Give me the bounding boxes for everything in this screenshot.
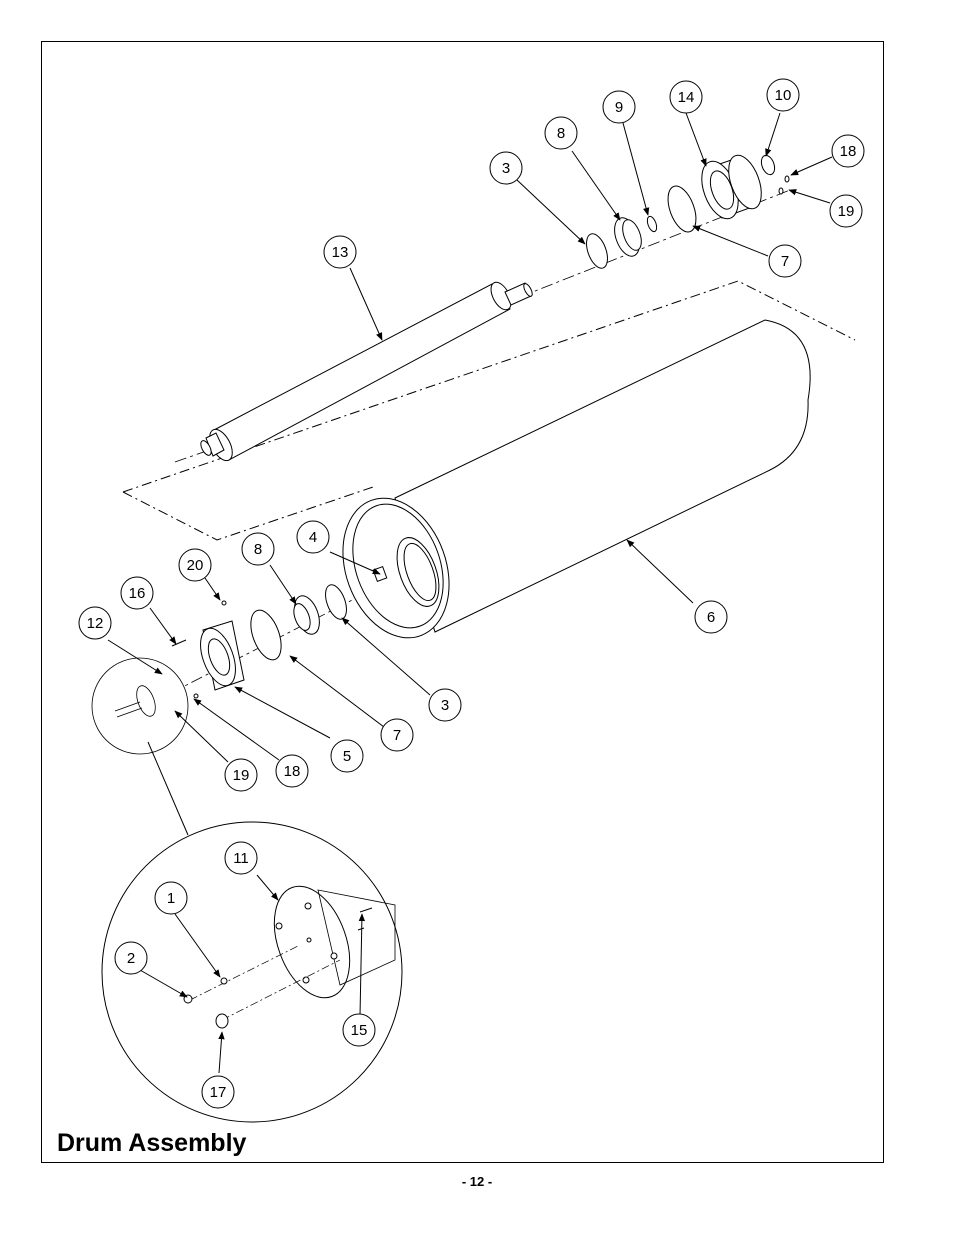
callout-9: 9 — [602, 90, 636, 124]
svg-text:5: 5 — [343, 748, 351, 765]
callout-3-right: 3 — [489, 151, 523, 185]
svg-text:1: 1 — [167, 890, 175, 907]
axis-lines — [129, 189, 791, 715]
callout-20: 20 — [178, 548, 212, 582]
svg-text:19: 19 — [838, 203, 855, 220]
callout-1: 1 — [154, 881, 188, 915]
right-bearing-parts — [586, 154, 790, 269]
callout-15: 15 — [342, 1013, 376, 1047]
callout-7-right: 7 — [768, 244, 802, 278]
small-detail-circle — [91, 657, 189, 755]
svg-text:3: 3 — [502, 160, 510, 177]
svg-text:15: 15 — [351, 1022, 368, 1039]
callout-17: 17 — [201, 1075, 235, 1109]
callout-11: 1111 — [224, 841, 258, 875]
svg-text:18: 18 — [284, 763, 301, 780]
diagram-frame — [41, 41, 884, 1163]
callout-8-left: 8 — [241, 532, 275, 566]
page-number: - 12 - — [461, 1174, 493, 1189]
page-title: Drum Assembly — [57, 1129, 247, 1157]
callout-14: 14 — [669, 80, 703, 114]
callout-19-right: 19 — [829, 194, 863, 228]
svg-text:4: 4 — [309, 529, 317, 546]
svg-text:6: 6 — [707, 609, 715, 626]
callout-6: 6 — [694, 600, 728, 634]
callouts: 3 8 9 14 10 18 19 7 13 6 4 8 20 16 12 3 … — [78, 78, 865, 1109]
svg-text:3: 3 — [441, 697, 449, 714]
callout-12: 12 — [78, 606, 112, 640]
callout-5: 5 — [330, 739, 364, 773]
detail-leader — [147, 741, 189, 836]
svg-text:9: 9 — [615, 99, 623, 116]
label-11-fix: 11 — [233, 850, 249, 867]
svg-text:10: 10 — [775, 87, 792, 104]
svg-text:7: 7 — [393, 727, 401, 744]
callout-3-left: 3 — [428, 688, 462, 722]
callout-18-right: 18 — [831, 134, 865, 168]
phantom-outline — [122, 280, 856, 541]
svg-text:12: 12 — [87, 615, 104, 632]
callout-4: 4 — [296, 520, 330, 554]
svg-text:8: 8 — [557, 125, 565, 142]
callout-10: 10 — [766, 78, 800, 112]
callout-18-left: 18 — [275, 754, 309, 788]
svg-text:7: 7 — [781, 253, 789, 270]
svg-text:13: 13 — [332, 244, 349, 261]
svg-text:8: 8 — [254, 541, 262, 558]
svg-text:20: 20 — [187, 557, 204, 574]
svg-text:16: 16 — [129, 585, 146, 602]
svg-text:19: 19 — [233, 767, 250, 784]
shaft — [200, 281, 533, 462]
svg-text:2: 2 — [127, 950, 135, 967]
leader-arrows — [107, 112, 833, 1074]
callout-2: 2 — [114, 941, 148, 975]
svg-text:14: 14 — [678, 89, 695, 106]
left-bearing-parts — [164, 584, 347, 711]
drum-shell — [342, 319, 811, 639]
callout-13: 13 — [323, 235, 357, 269]
svg-text:17: 17 — [210, 1084, 227, 1101]
callout-19-left: 19 — [224, 758, 258, 792]
svg-text:18: 18 — [840, 143, 857, 160]
callout-7-left: 7 — [380, 718, 414, 752]
callout-16: 16 — [120, 576, 154, 610]
callout-8-right: 8 — [544, 116, 578, 150]
